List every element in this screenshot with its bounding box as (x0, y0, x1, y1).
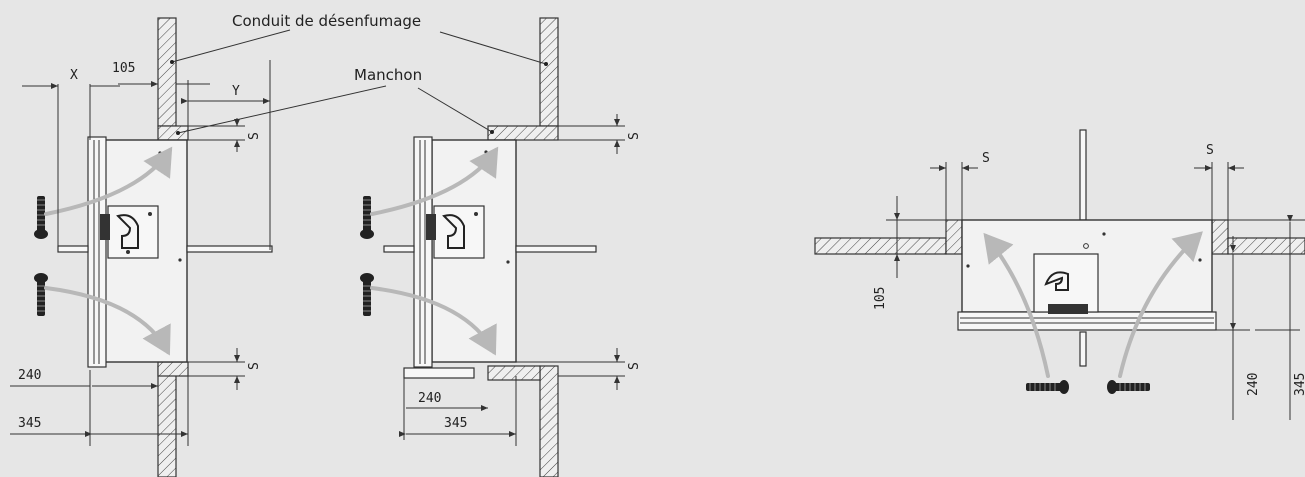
screw-icon (34, 273, 48, 316)
bottom-lip (403, 367, 475, 379)
mechanism-icon (1044, 271, 1069, 291)
dimension-s: S (982, 151, 990, 166)
dimension-105: 105 (112, 61, 135, 76)
rail-right (186, 245, 273, 253)
sleeve-label: Manchon (354, 66, 422, 84)
dimension-345: 345 (1293, 373, 1305, 396)
terminal-block-icon (100, 214, 110, 240)
figure-middle: S S 240 345 (360, 17, 642, 477)
insert-arrow (983, 232, 1050, 378)
dimension-240: 240 (1246, 373, 1261, 396)
terminal-block-icon (1048, 304, 1088, 314)
rail-top (1079, 129, 1087, 221)
dimension-s: S (1206, 143, 1214, 158)
sleeve-block-bottom (487, 365, 541, 381)
mechanism-plate (1033, 253, 1099, 313)
slab-left (814, 237, 947, 255)
figure-left: X 105 Y S S 240 345 (10, 17, 273, 477)
sleeve-left (945, 219, 963, 255)
rail-left (383, 245, 415, 253)
leader-line (439, 31, 547, 65)
insert-arrow (1118, 231, 1203, 378)
dimension-x: X (70, 68, 78, 83)
dimension-240: 240 (418, 391, 441, 406)
slab-right (1227, 237, 1305, 255)
insert-arrow (370, 286, 497, 356)
front-frame (87, 136, 107, 368)
sleeve-block-top (157, 125, 189, 141)
sleeve-block-bottom (157, 361, 189, 377)
dimension-105: 105 (873, 287, 888, 310)
dimension-345: 345 (18, 416, 41, 431)
insert-arrow (44, 286, 171, 356)
dimension-y: Y (232, 84, 240, 99)
front-frame (413, 136, 433, 368)
screw-icon (1107, 380, 1150, 394)
front-frame (957, 311, 1217, 331)
duct-wall-upper (539, 17, 559, 127)
duct-wall-lower (539, 365, 559, 477)
duct-wall-upper (157, 17, 177, 127)
leader-line (417, 87, 493, 133)
mechanism-icon (442, 214, 465, 249)
dimension-s: S (627, 132, 642, 140)
sleeve-right (1211, 219, 1229, 255)
leader-line (171, 29, 291, 63)
rail-right (515, 245, 597, 253)
insert-arrow (44, 146, 173, 216)
leader-line (177, 85, 387, 134)
dimension-s: S (247, 362, 262, 370)
insert-arrow (370, 146, 499, 216)
mechanism-icon (116, 214, 139, 249)
rail-left (57, 245, 89, 253)
screw-icon (1026, 380, 1069, 394)
dimension-240: 240 (18, 368, 41, 383)
terminal-block-icon (426, 214, 436, 240)
flue-duct-label: Conduit de désenfumage (232, 12, 421, 30)
duct-wall-lower (157, 365, 177, 477)
dimension-s: S (247, 132, 262, 140)
dimension-345: 345 (444, 416, 467, 431)
dimension-s: S (627, 362, 642, 370)
screw-icon (360, 196, 374, 239)
sleeve-block-top (487, 125, 559, 141)
screw-icon (360, 273, 374, 316)
rail-bottom (1079, 331, 1087, 367)
figure-right: S S 105 240 345 (814, 129, 1305, 420)
screw-icon (34, 196, 48, 239)
